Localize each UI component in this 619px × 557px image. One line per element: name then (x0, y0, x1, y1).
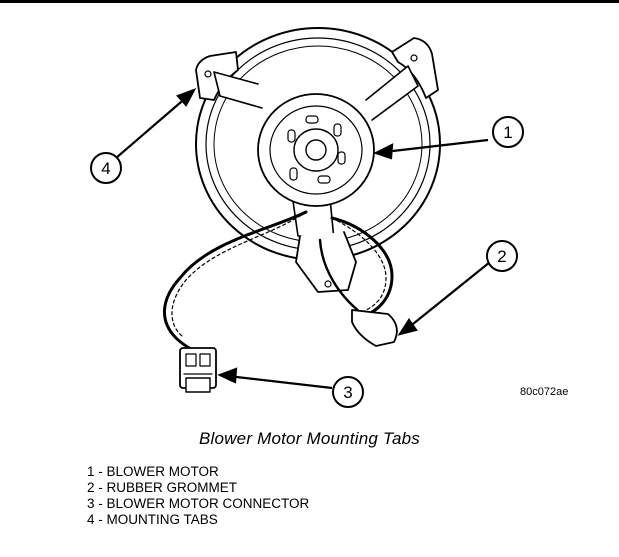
rubber-grommet (351, 309, 398, 347)
svg-text:4: 4 (101, 159, 110, 178)
svg-text:3: 3 (343, 383, 352, 402)
motor-hub (257, 93, 375, 207)
callout-4: 4 (90, 152, 122, 184)
svg-text:2: 2 (497, 247, 506, 266)
legend-item: 1 - BLOWER MOTOR (87, 464, 219, 479)
svg-text:1: 1 (503, 123, 512, 142)
top-border-rule (0, 0, 619, 3)
figure-caption: Blower Motor Mounting Tabs (199, 429, 420, 448)
legend-item: 4 - MOUNTING TABS (87, 512, 218, 527)
legend-item: 2 - RUBBER GROMMET (87, 480, 238, 495)
callout-3: 3 (332, 376, 364, 408)
blower-motor-connector (179, 347, 217, 393)
leader-arrows (115, 87, 491, 390)
callout-1: 1 (492, 116, 524, 148)
wiring-harness (163, 210, 308, 354)
blower-motor-illustration: 1 2 3 4 (90, 27, 524, 408)
legend-item: 3 - BLOWER MOTOR CONNECTOR (87, 496, 310, 511)
callout-2: 2 (486, 240, 518, 272)
legend-list: 1 - BLOWER MOTOR 2 - RUBBER GROMMET 3 - … (87, 464, 309, 528)
figure-code: 80c072ae (520, 386, 569, 398)
